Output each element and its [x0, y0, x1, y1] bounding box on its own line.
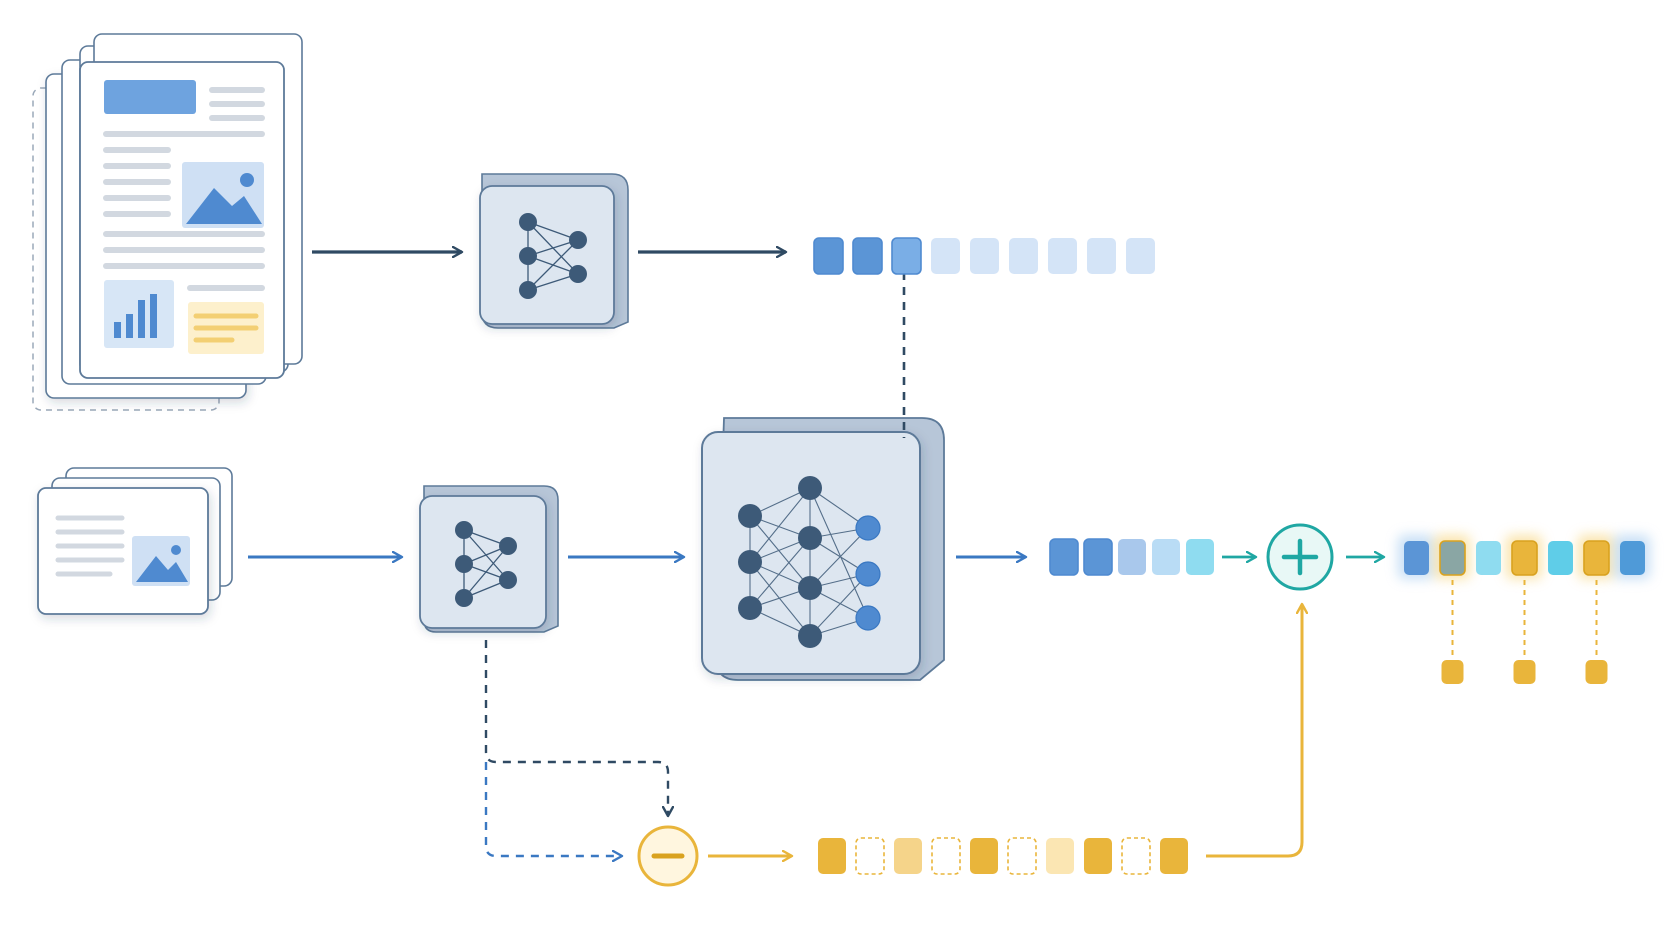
token [1186, 539, 1214, 575]
output-token-sequence [1404, 540, 1645, 576]
document-stack-icon [32, 33, 303, 411]
token [1121, 837, 1151, 875]
top-token-sequence [813, 237, 1155, 275]
slide-page [37, 487, 209, 615]
neural-network-icon [455, 521, 517, 607]
plus-icon [1281, 538, 1319, 576]
minus-operator [637, 825, 699, 887]
image-placeholder-icon [182, 162, 264, 228]
token [1048, 238, 1077, 274]
selected-token [1441, 660, 1464, 684]
token [1548, 541, 1573, 575]
token [1476, 541, 1501, 575]
token [931, 837, 961, 875]
token [970, 838, 998, 874]
token [1583, 540, 1610, 576]
token [1126, 238, 1155, 274]
neural-network-icon [519, 213, 587, 299]
mid-token-sequence [1049, 538, 1214, 576]
connectors [248, 252, 1384, 856]
token [1404, 541, 1429, 575]
token [931, 238, 960, 274]
token [1620, 541, 1645, 575]
token [1439, 540, 1466, 576]
token [1049, 538, 1079, 576]
token [970, 238, 999, 274]
token [1118, 539, 1146, 575]
token [1152, 539, 1180, 575]
selected-token [1585, 660, 1608, 684]
token [1046, 838, 1074, 874]
dashed-link-encoder-to-minus-blue [484, 762, 622, 856]
document-header-block [104, 80, 196, 114]
plus-operator [1266, 523, 1334, 591]
mid-encoder-block [419, 485, 559, 633]
selected-token [1513, 660, 1536, 684]
token [1087, 238, 1116, 274]
token [1084, 838, 1112, 874]
slide-stack-icon [37, 467, 233, 615]
token [818, 838, 846, 874]
token [1007, 837, 1037, 875]
bottom-token-sequence [818, 837, 1188, 875]
token [1160, 838, 1188, 874]
token [894, 838, 922, 874]
large-model-block [701, 417, 945, 681]
token [1083, 538, 1113, 576]
highlight-note-block [188, 302, 264, 354]
token [891, 237, 922, 275]
bar-chart-icon [104, 280, 174, 348]
dashed-link-encoder-to-minus-dark [484, 640, 668, 816]
top-encoder-block [479, 173, 629, 329]
token [855, 837, 885, 875]
token [1009, 238, 1038, 274]
neural-network-large-icon [738, 476, 881, 648]
document-page [79, 61, 285, 379]
token [852, 237, 883, 275]
arrow-bottom-tokens-to-plus [1206, 604, 1302, 858]
token [813, 237, 844, 275]
token [1511, 540, 1538, 576]
selected-output-tokens [1441, 580, 1608, 684]
